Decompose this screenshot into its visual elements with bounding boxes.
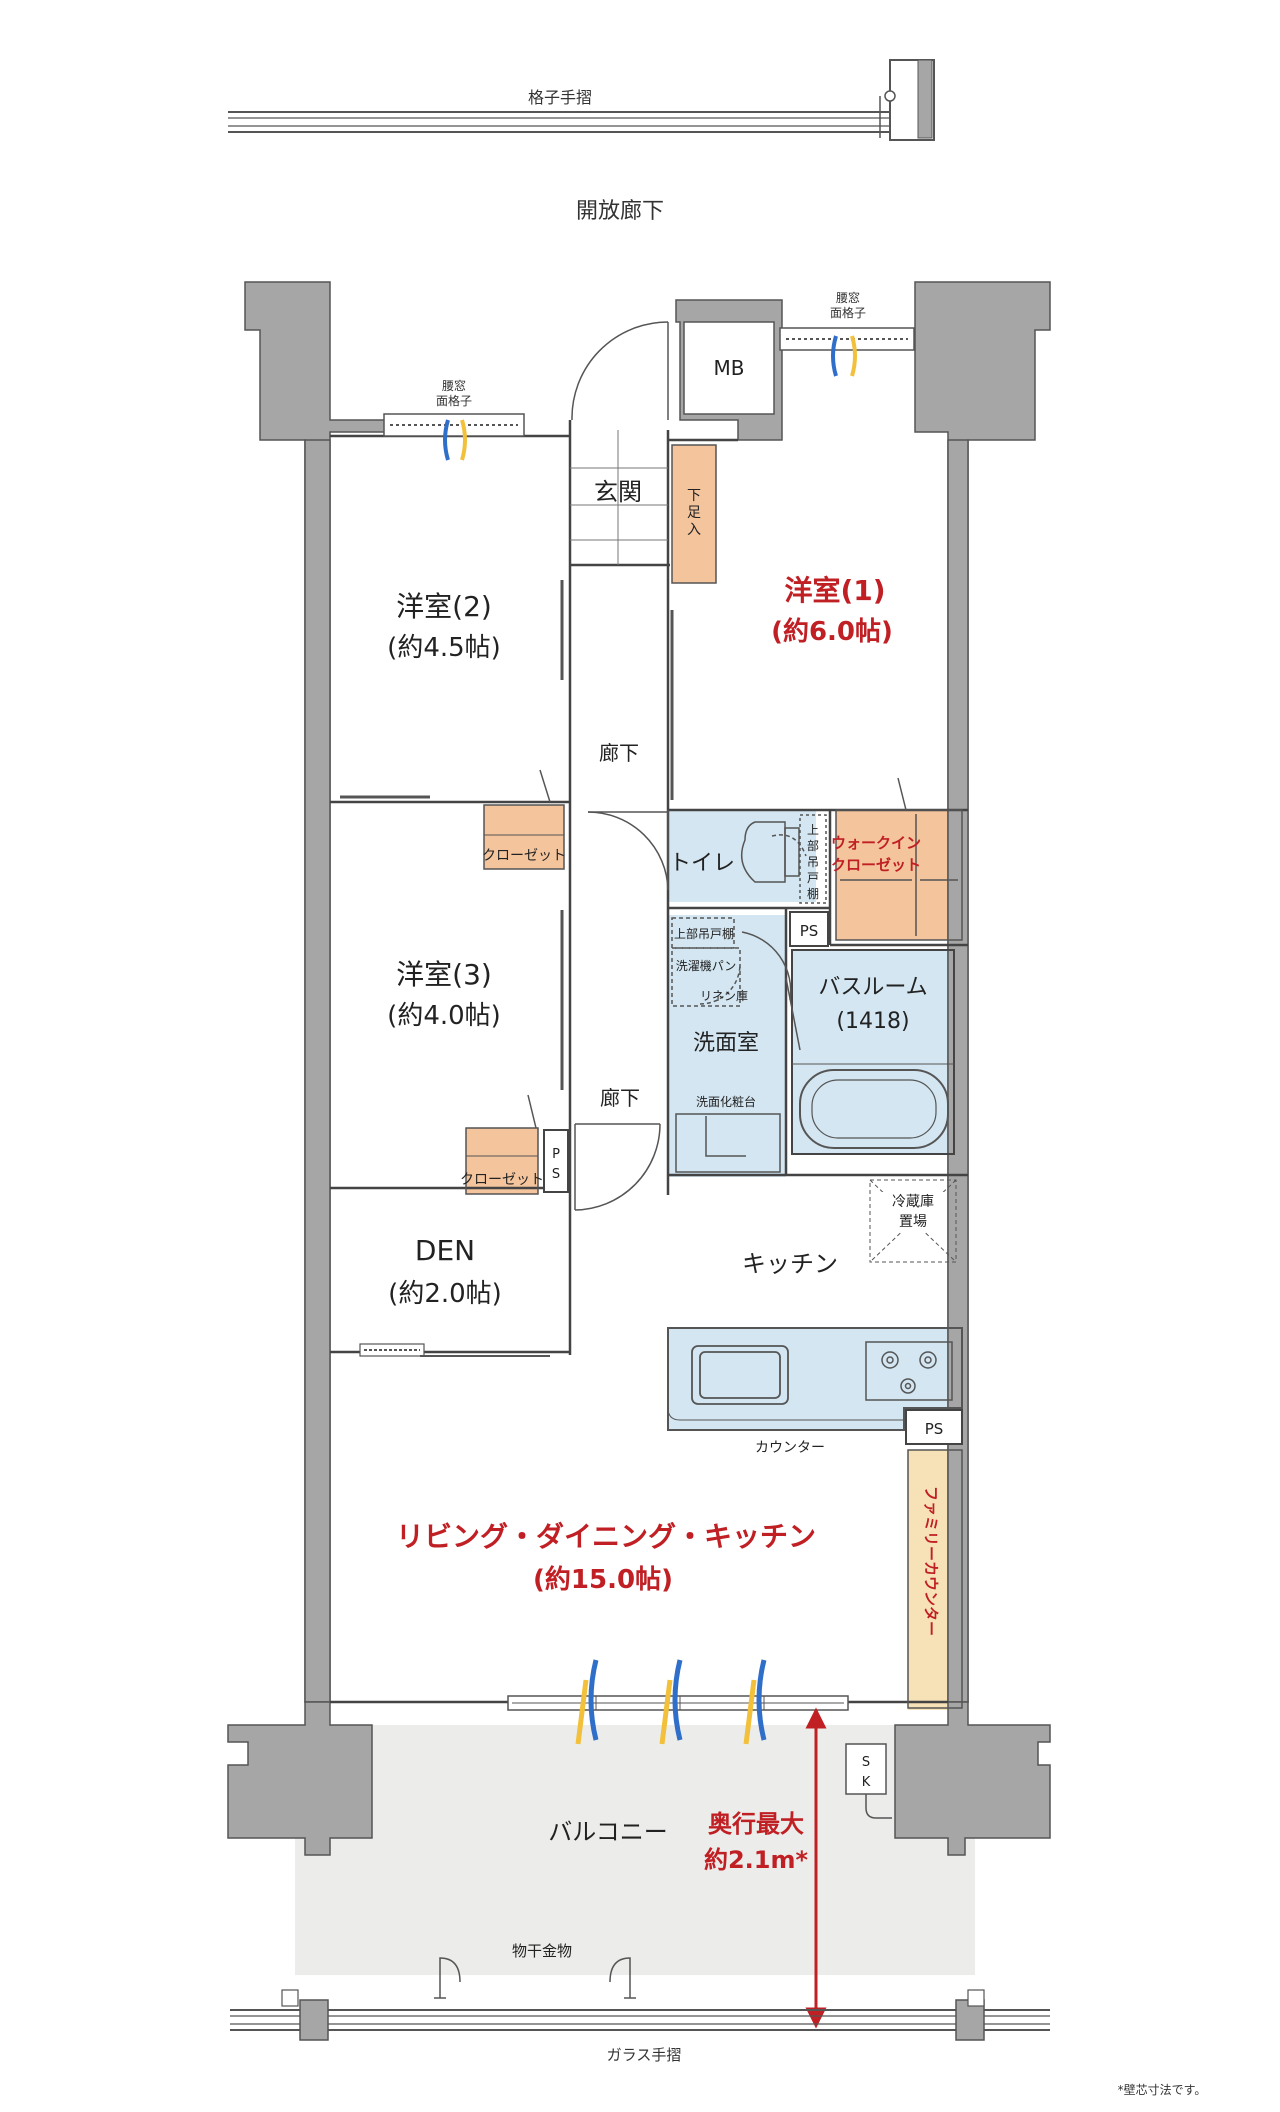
sk-pipe — [865, 1794, 892, 1819]
closet-3-label: クローゼット — [460, 1172, 544, 1188]
balcony-label: バルコニー — [548, 1818, 668, 1846]
depth-label-1: 奥行最大 — [708, 1810, 804, 1838]
room-fills — [466, 445, 962, 1710]
counter-label: カウンター — [755, 1440, 825, 1456]
family-counter-label: ファミリーカウンター — [922, 1486, 940, 1636]
mb-label: MB — [714, 356, 745, 380]
glass-handrail — [230, 1989, 1050, 2041]
entry-door-swing — [571, 321, 669, 421]
depth-label-2: 約2.1m* — [704, 1846, 809, 1874]
upper-cabinet-label: 上部吊戸棚 — [674, 926, 734, 941]
toilet-cabinet-label-4: 戸 — [807, 871, 819, 885]
washroom-label: 洗面室 — [693, 1031, 759, 1056]
bathroom-size: (1418) — [836, 1009, 909, 1034]
room1-name: 洋室(1) — [784, 574, 885, 607]
fridge-label-2: 置場 — [899, 1214, 927, 1230]
bathtub-inner — [811, 1079, 937, 1139]
footnote: *壁芯寸法です。 — [1118, 2082, 1207, 2097]
window-right-label-1: 腰窓 — [836, 290, 860, 305]
entrance-label: 玄関 — [594, 478, 642, 506]
bathtub — [799, 1069, 949, 1149]
mb-box — [683, 321, 775, 415]
ps-label-4: PS — [925, 1420, 944, 1438]
toilet-cabinet-label-1: 上 — [807, 823, 819, 837]
stove — [865, 1341, 953, 1401]
shoe-cabinet — [671, 444, 717, 584]
lattice-handrail-top — [228, 59, 935, 141]
fridge-label-1: 冷蔵庫 — [892, 1193, 934, 1210]
window-right — [779, 327, 915, 377]
room1-size: (約6.0帖) — [771, 616, 893, 647]
ps-label-3: S — [552, 1167, 560, 1182]
ldk-size: (約15.0帖) — [533, 1564, 673, 1595]
room2-size: (約4.5帖) — [387, 633, 501, 663]
closet-2 — [483, 804, 565, 870]
lattice-rail-label: 格子手摺 — [528, 88, 592, 107]
window-left-label-2: 面格子 — [436, 393, 472, 408]
ps-label-1: PS — [800, 922, 819, 940]
bathroom-label: バスルーム — [818, 975, 927, 1000]
corridor-doors — [340, 580, 907, 1211]
ps-label-2: P — [552, 1147, 560, 1162]
toilet-cabinet-label-3: 吊 — [807, 855, 819, 869]
corridor-label-1: 廊下 — [599, 741, 639, 765]
drying-hardware-label: 物干金物 — [512, 1942, 572, 1960]
fridge-label-bg — [882, 1192, 944, 1232]
corridor-label-2: 廊下 — [600, 1086, 640, 1110]
wic-label-2: クローゼット — [831, 856, 921, 874]
window-right-label-2: 面格子 — [830, 305, 866, 320]
wic-label-1: ウォークイン — [831, 834, 921, 852]
window-left — [383, 413, 525, 461]
slop-sink — [845, 1743, 887, 1795]
toilet-cabinet-label-2: 部 — [807, 838, 819, 853]
glass-rail-label: ガラス手摺 — [607, 2046, 682, 2064]
shoe-cabinet-label-2: 足 — [687, 505, 701, 521]
room3-name: 洋室(3) — [396, 958, 492, 991]
den-name: DEN — [415, 1234, 475, 1267]
family-counter — [907, 1449, 963, 1709]
ps-box-1 — [789, 911, 829, 947]
shoe-cabinet-label-1: 下 — [687, 488, 701, 504]
entrance-area — [570, 430, 668, 565]
kitchen-label: キッチン — [742, 1250, 838, 1278]
ldk-name: リビング・ダイニング・キッチン — [396, 1520, 816, 1553]
den-size: (約2.0帖) — [388, 1279, 502, 1309]
open-corridor-label: 開放廊下 — [576, 199, 664, 224]
ps-box-4 — [905, 1409, 963, 1445]
counter-edge — [667, 1328, 904, 1421]
ventilation-arrows — [575, 1659, 767, 1745]
interior-walls — [330, 420, 968, 1704]
washer-pan-label: 洗濯機パン — [676, 958, 737, 973]
sink — [691, 1345, 789, 1405]
sk-label-2: K — [862, 1775, 871, 1790]
toilet-label: トイレ — [669, 851, 735, 876]
sk-label-1: S — [862, 1755, 870, 1770]
ldk-sash-window — [507, 1695, 849, 1711]
room2-name: 洋室(2) — [396, 590, 492, 623]
kitchen-counter — [667, 1327, 963, 1431]
vanity-label: 洗面化粧台 — [696, 1094, 756, 1109]
toilet-cabinet-label-5: 棚 — [807, 886, 819, 901]
toilet-fixture — [740, 814, 827, 904]
shoe-cabinet-label-3: 入 — [687, 522, 701, 538]
closet-3 — [465, 1127, 539, 1195]
drying-hardware — [434, 1957, 636, 1999]
ps-box-2 — [543, 1129, 569, 1193]
window-left-label-1: 腰窓 — [442, 378, 466, 393]
den-window — [359, 1343, 550, 1357]
closet-2-label: クローゼット — [482, 848, 566, 864]
washroom-fixtures — [671, 917, 801, 1173]
linen-label: リネン庫 — [700, 989, 748, 1003]
wic-shelves — [835, 809, 963, 941]
room3-size: (約4.0帖) — [387, 1001, 501, 1031]
